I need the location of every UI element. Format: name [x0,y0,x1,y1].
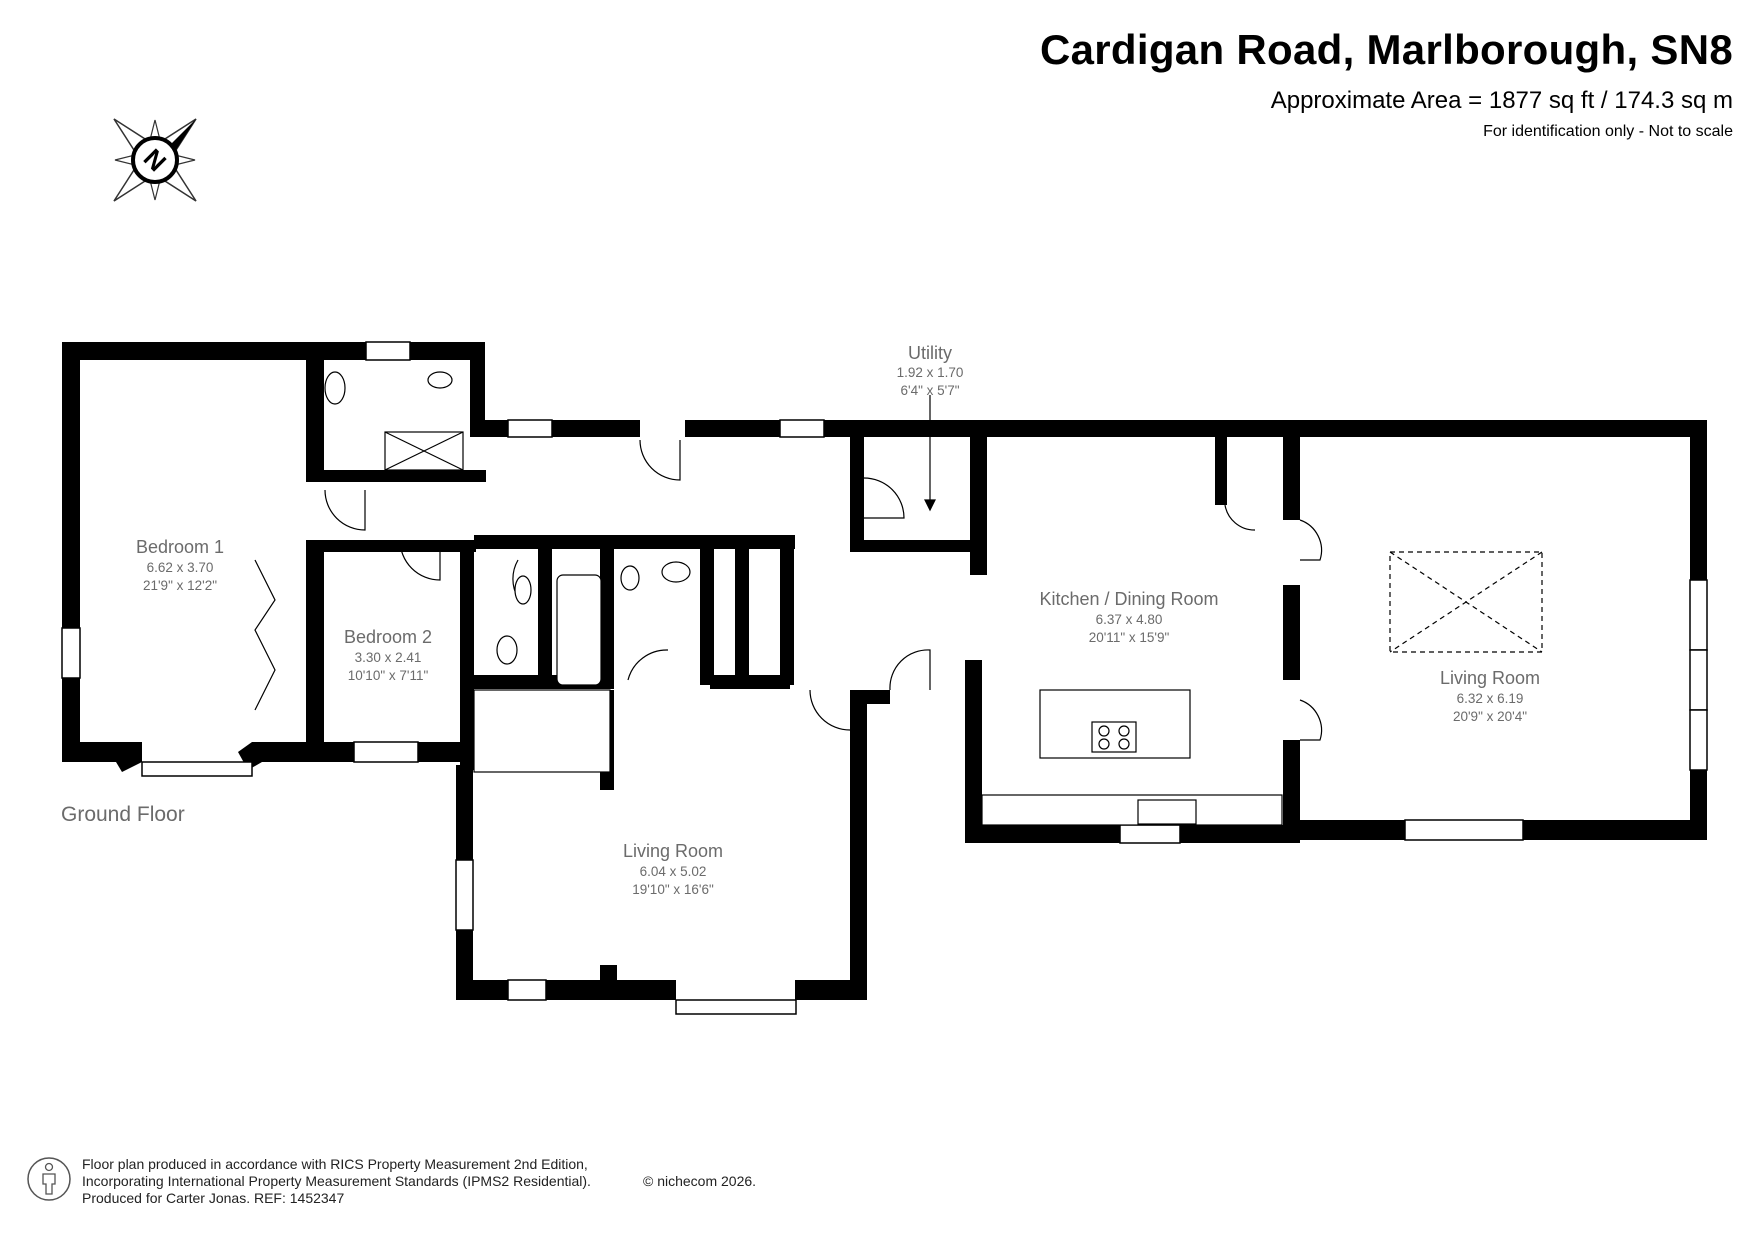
room-labels: Bedroom 1 6.62 x 3.70 21'9" x 12'2" Bedr… [136,343,1540,897]
windows [61,341,1708,1015]
room-dim-metric: 6.32 x 6.19 [1457,691,1524,706]
footer: Floor plan produced in accordance with R… [26,1156,786,1222]
room-name: Living Room [1440,668,1540,688]
room-dim-metric: 1.92 x 1.70 [897,365,964,380]
footer-text: Floor plan produced in accordance with R… [82,1156,591,1207]
person-icon [27,1157,71,1201]
footer-line: Produced for Carter Jonas. REF: 1452347 [82,1190,345,1206]
page-title: Cardigan Road, Marlborough, SN8 [1039,26,1733,73]
room-dim-imperial: 6'4" x 5'7" [900,383,959,398]
footer-line: Incorporating International Property Mea… [82,1173,591,1189]
room-dim-imperial: 21'9" x 12'2" [143,578,217,593]
room-name: Bedroom 2 [344,627,432,647]
room-dim-metric: 6.62 x 3.70 [147,560,214,575]
room-name: Living Room [623,841,723,861]
footer-credit: © nichecom 2026. [643,1173,757,1189]
room-dim-metric: 6.37 x 4.80 [1096,612,1163,627]
doors [254,439,1323,741]
room-dim-imperial: 20'9" x 20'4" [1453,709,1527,724]
header: Cardigan Road, Marlborough, SN8 Approxim… [1040,24,1733,142]
fixtures [324,371,1543,826]
scale-note: For identification only - Not to scale [1483,123,1733,140]
room-dim-metric: 3.30 x 2.41 [355,650,422,665]
room-dim-imperial: 19'10" x 16'6" [632,882,714,897]
floor-label: Ground Floor [61,803,185,826]
room-dim-imperial: 20'11" x 15'9" [1089,630,1170,645]
room-name: Kitchen / Dining Room [1039,589,1218,609]
room-name: Utility [908,343,952,363]
room-dim-metric: 6.04 x 5.02 [640,864,707,879]
compass-icon: N [113,118,197,202]
room-dim-imperial: 10'10" x 7'11" [348,668,429,683]
room-name: Bedroom 1 [136,537,224,557]
area-summary: Approximate Area = 1877 sq ft / 174.3 sq… [1270,87,1733,114]
footer-line: Floor plan produced in accordance with R… [82,1156,588,1172]
